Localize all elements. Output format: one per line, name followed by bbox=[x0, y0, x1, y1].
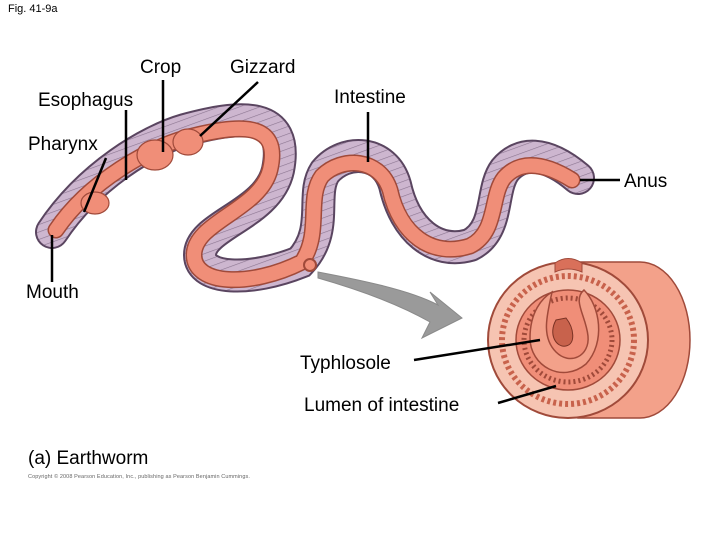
pharynx-leader bbox=[82, 157, 108, 213]
typhlosole-leader bbox=[413, 338, 541, 362]
gizzard-bulge bbox=[172, 128, 204, 156]
gizzard-leader bbox=[199, 81, 259, 137]
label-intestine: Intestine bbox=[334, 87, 406, 108]
label-crop: Crop bbox=[140, 57, 182, 78]
typhlosole-fold bbox=[529, 288, 600, 374]
lumen bbox=[552, 317, 574, 347]
pharynx-bulge bbox=[80, 191, 110, 215]
label-anus: Anus bbox=[624, 171, 668, 192]
label-esophagus: Esophagus bbox=[38, 90, 134, 111]
leader-lines bbox=[50, 80, 620, 405]
figure-number: Fig. 41-9a bbox=[8, 3, 58, 15]
intestine-cross-section bbox=[487, 258, 691, 419]
section-muscle-ring bbox=[499, 273, 637, 407]
dorsal-vessel bbox=[554, 258, 583, 273]
figure-caption: (a) Earthworm bbox=[28, 448, 149, 469]
label-pharynx: Pharynx bbox=[28, 134, 98, 155]
label-mouth: Mouth bbox=[26, 282, 79, 303]
section-epithelium bbox=[521, 295, 615, 385]
label-gizzard: Gizzard bbox=[230, 57, 296, 78]
lumen-leader bbox=[497, 384, 557, 405]
crop-bulge bbox=[136, 139, 174, 171]
label-typhlosole: Typhlosole bbox=[300, 353, 391, 374]
copyright-notice: Copyright © 2008 Pearson Education, Inc.… bbox=[28, 474, 250, 480]
digestive-tract bbox=[56, 129, 572, 280]
section-arrow bbox=[317, 271, 463, 340]
label-lumen-of-intestine: Lumen of intestine bbox=[304, 395, 460, 416]
section-marker bbox=[303, 258, 317, 272]
